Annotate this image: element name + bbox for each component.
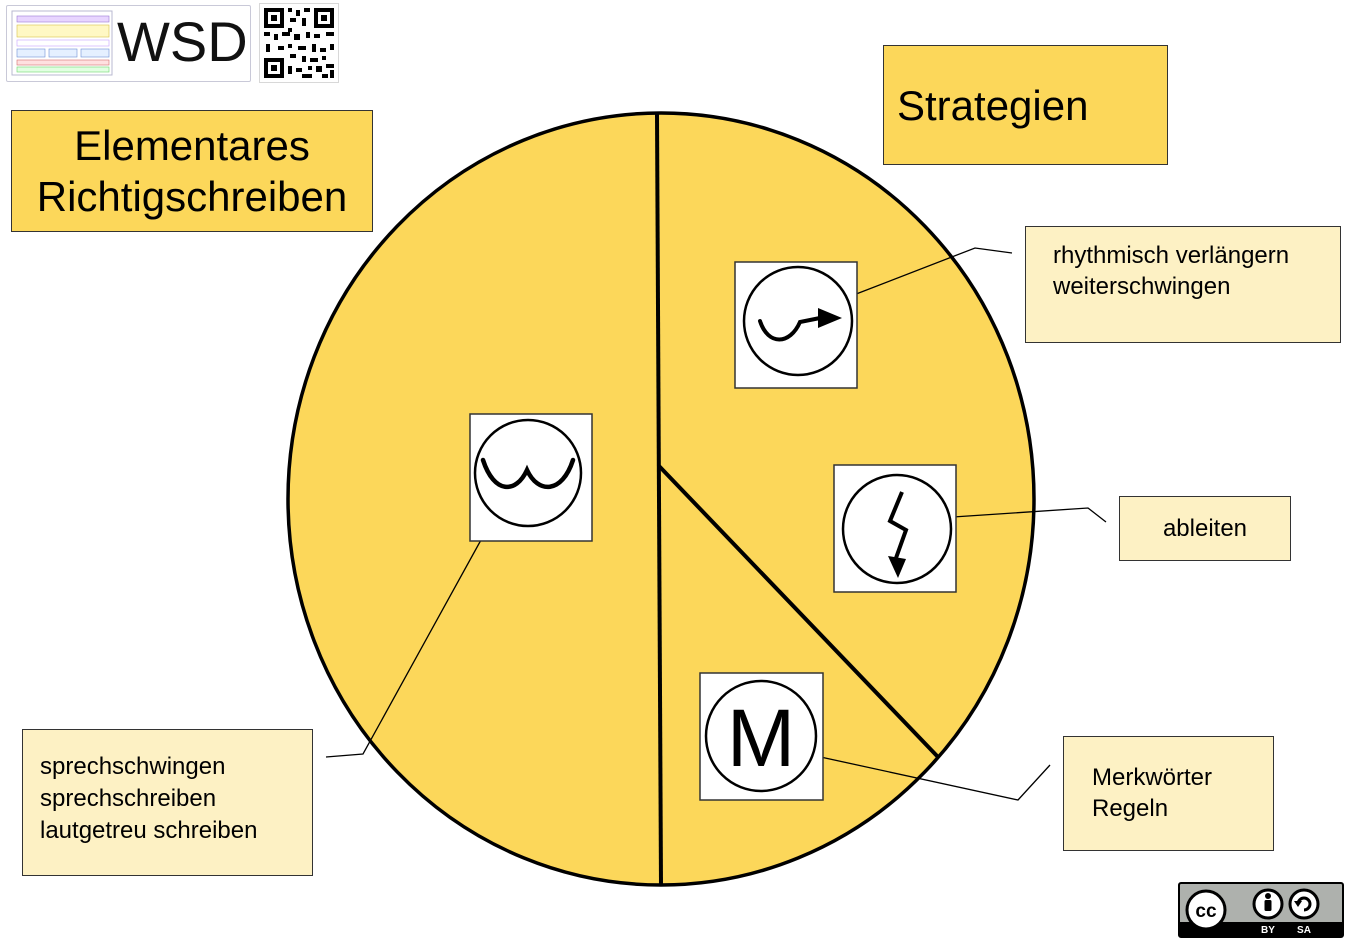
m-letter: M [727,693,795,784]
note-memo: Merkwörter Regeln [1063,736,1274,851]
note-memo-line-2: Regeln [1092,795,1169,822]
license-sa: SA [1297,925,1311,936]
left-title-box: Elementares Richtigschreiben [11,110,373,232]
wsd-logo: WSD [6,5,251,82]
leader-line-derive [952,507,1107,523]
note-speak: sprechschwingen sprechschreiben lautgetr… [22,729,313,876]
logo-text: WSD [117,10,248,73]
wave-icon [469,413,593,542]
lightning-arrow-icon [833,464,957,593]
left-title-line-2: Richtigschreiben [36,173,348,220]
m-letter-icon: M [699,672,824,801]
note-rhythm-line-2: weiterschwingen [1053,273,1231,300]
logo-thumbnail-icon [11,10,113,76]
license-by: BY [1261,925,1275,936]
swing-arrow-icon [734,261,858,389]
right-title-box: Strategien [883,45,1168,165]
pie-divider-diagonal [657,464,940,759]
note-speak-line-3: lautgetreu schreiben [40,817,258,844]
cc-license-badge[interactable]: cc BY SA [1178,882,1344,938]
note-rhythm: rhythmisch verlängern weiterschwingen [1025,226,1341,343]
note-derive: ableiten [1119,496,1291,561]
leader-line-rhythm [850,247,1013,297]
cc-by-sa-icon: cc BY SA [1180,888,1342,936]
right-title: Strategien [897,82,1089,129]
cc-text: cc [1195,901,1217,922]
qr-code-icon [259,3,339,83]
note-speak-line-2: sprechschreiben [40,785,217,812]
left-title-line-1: Elementares [74,122,310,169]
note-memo-line-1: Merkwörter [1092,764,1213,791]
note-rhythm-line-1: rhythmisch verlängern [1053,242,1290,269]
leader-line-memo [815,755,1051,801]
note-derive-line-1: ableiten [1162,515,1248,542]
note-speak-line-1: sprechschwingen [40,753,226,780]
pie-divider-vertical [655,113,663,886]
leader-line-speak [325,519,493,758]
